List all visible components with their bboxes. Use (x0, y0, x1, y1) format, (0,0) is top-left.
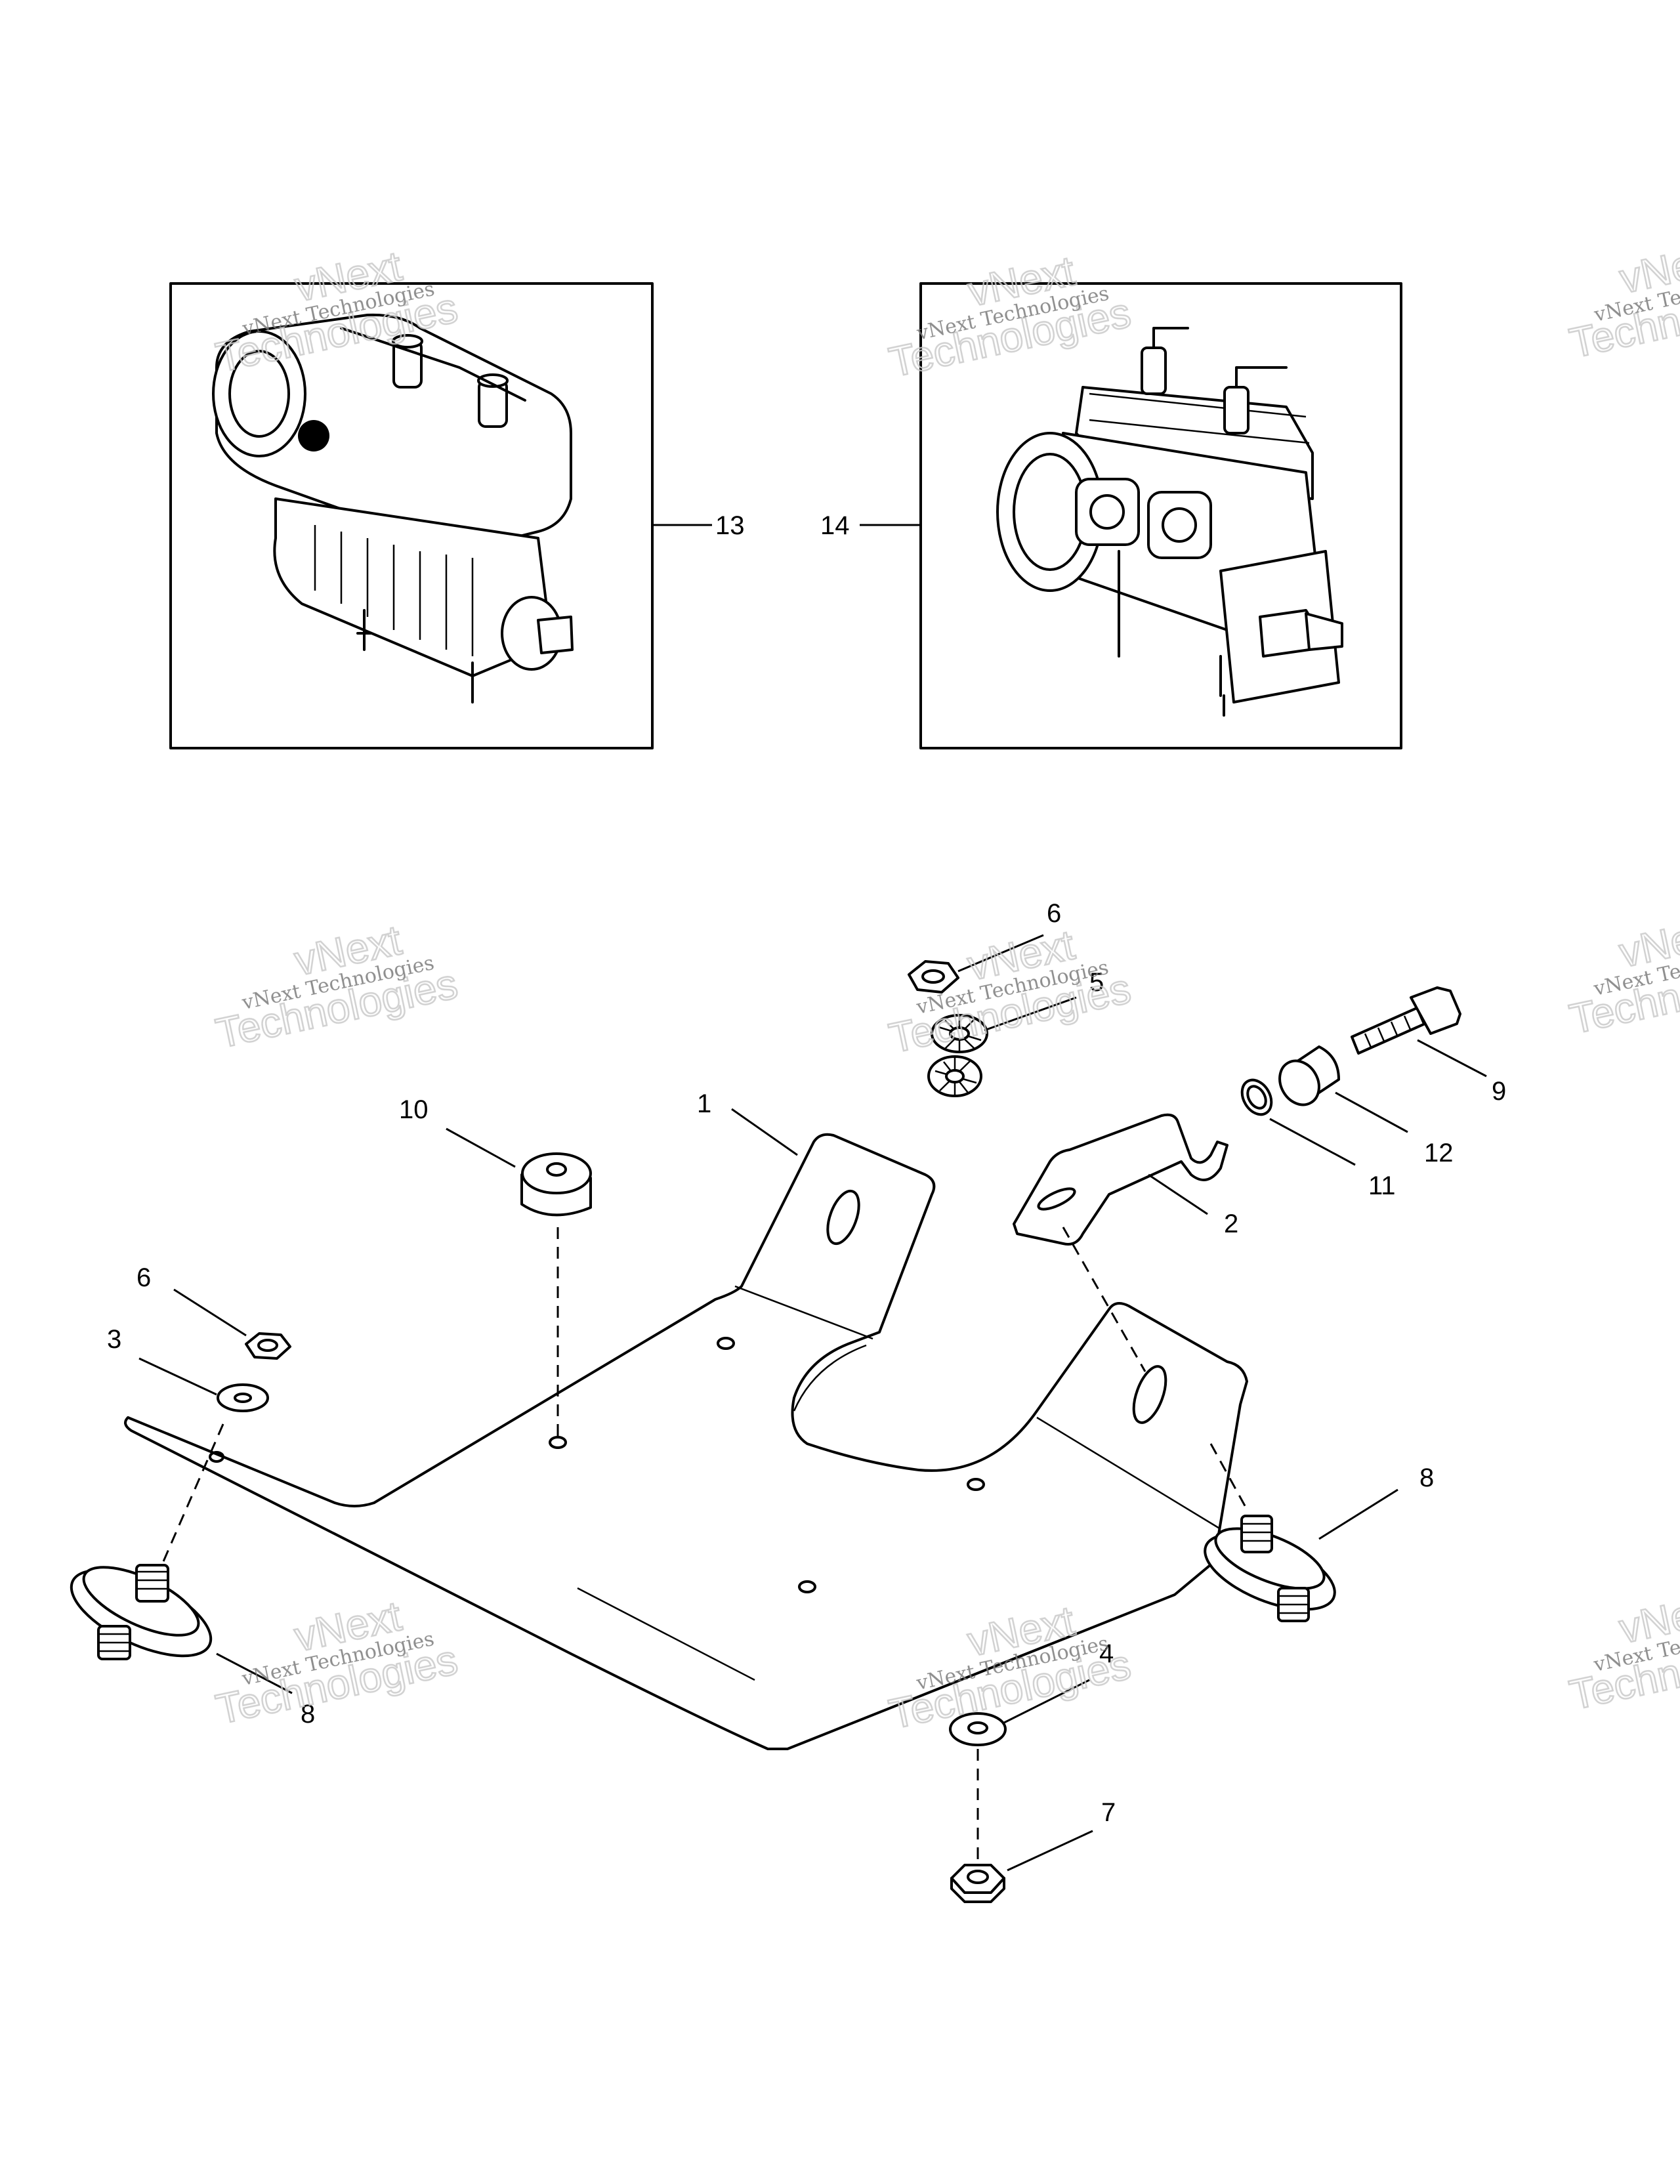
callout-13: 13 (715, 511, 745, 540)
washer-left: 3 (107, 1325, 269, 1412)
mounting-bracket: 2 (1013, 1113, 1238, 1246)
axis-left-mount (156, 1423, 224, 1576)
axis-right-mount (1209, 1443, 1248, 1510)
callout-12: 12 (1424, 1139, 1454, 1167)
nut-bottom: 7 (950, 1798, 1116, 1903)
callout-9: 9 (1492, 1077, 1506, 1106)
callout-11: 11 (1368, 1171, 1396, 1200)
ring: 11 (1240, 1078, 1396, 1200)
callout-6-left: 6 (136, 1263, 151, 1292)
nut-left: 6 (136, 1263, 291, 1360)
engine-illustration-13 (212, 313, 574, 704)
rubber-mount-left: 8 (70, 1564, 315, 1729)
bolt: 9 (1351, 986, 1506, 1106)
callout-5: 5 (1089, 968, 1104, 997)
callout-8-right: 8 (1419, 1463, 1434, 1492)
engine-illustration-14 (996, 327, 1343, 717)
callout-4: 4 (1099, 1639, 1114, 1668)
callout-10: 10 (399, 1095, 429, 1124)
callout-1: 1 (697, 1089, 711, 1118)
lock-washer-top: 5 (927, 968, 1104, 1097)
engine-support-plate: 1 (124, 1089, 1248, 1750)
engine-inset-14: 14 (820, 282, 1402, 749)
callout-14: 14 (820, 511, 850, 540)
callout-3: 3 (107, 1325, 121, 1354)
callout-8-left: 8 (301, 1700, 315, 1729)
sleeve: 12 (1278, 1045, 1454, 1167)
washer-bottom: 4 (949, 1639, 1114, 1746)
rubber-mount-right: 8 (1204, 1463, 1434, 1622)
callout-7: 7 (1101, 1798, 1116, 1827)
spacer: 10 (399, 1095, 592, 1217)
callout-2: 2 (1224, 1209, 1238, 1238)
engine-inset-13: 13 (169, 282, 745, 749)
callout-6-top: 6 (1047, 899, 1061, 928)
axis-bracket-mount (1062, 1227, 1146, 1372)
nut-top: 6 (908, 899, 1061, 994)
